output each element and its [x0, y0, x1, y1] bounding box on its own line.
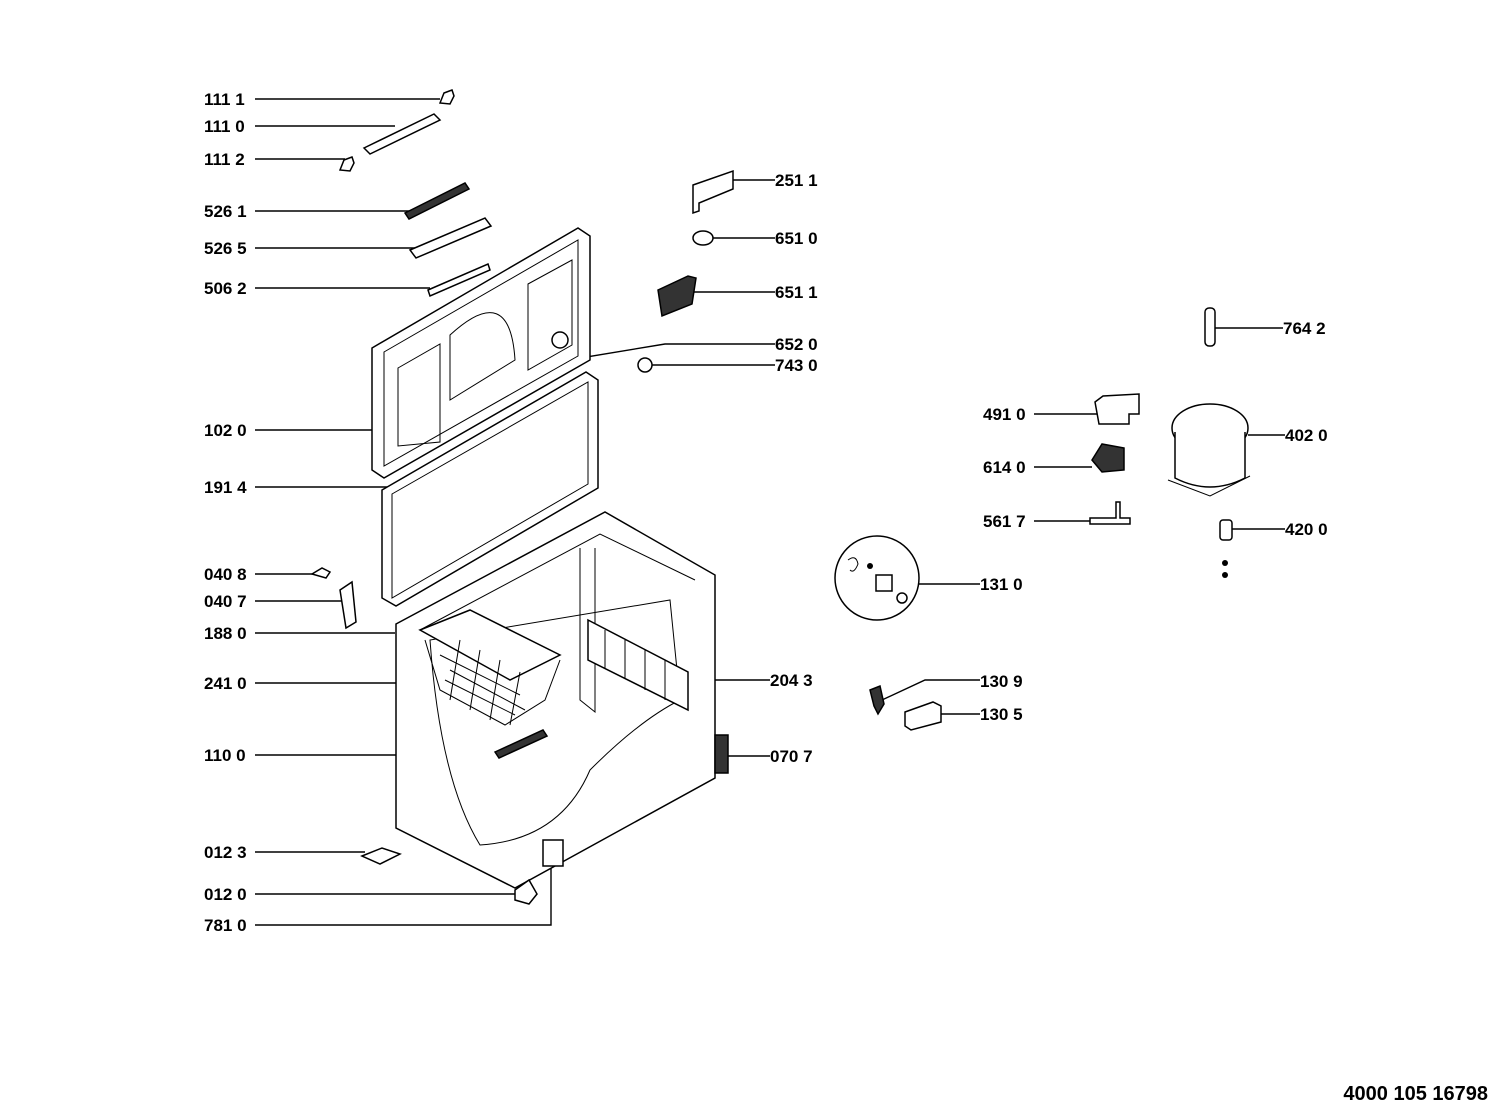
- label-2511: 251 1: [775, 171, 818, 190]
- callout-6140: 614 0: [983, 458, 1092, 477]
- callout-1020: 102 0: [204, 421, 378, 440]
- label-5265: 526 5: [204, 239, 247, 258]
- part-lamp-6510: [692, 230, 714, 246]
- part-lock: [551, 331, 569, 349]
- callout-5261: 526 1: [204, 202, 410, 221]
- label-1110: 111 0: [204, 117, 245, 136]
- part-switch-housing-1305: [904, 701, 942, 731]
- part-panel-cover: [408, 217, 493, 259]
- part-lamp-strip: [427, 262, 491, 298]
- part-lid: [371, 227, 591, 479]
- document-number: 4000 105 16798: [1343, 1083, 1488, 1105]
- part-bracket-0408: [310, 567, 332, 579]
- callout-4020: 402 0: [1248, 426, 1328, 445]
- label-1020: 102 0: [204, 421, 247, 440]
- part-shelf-clip-2511: [692, 169, 734, 215]
- label-1309: 130 9: [980, 672, 1023, 691]
- part-filter-drier: [1204, 307, 1216, 347]
- callout-1309: 130 9: [881, 672, 1023, 701]
- label-1914: 191 4: [204, 478, 247, 497]
- callout-7810: 781 0: [204, 865, 552, 935]
- part-compressor: [1167, 403, 1251, 497]
- callout-5062: 506 2: [204, 279, 430, 298]
- label-7430: 743 0: [775, 356, 818, 375]
- part-lamp-holder-6511: [657, 275, 697, 318]
- label-0407: 040 7: [204, 592, 247, 611]
- callout-1880: 188 0: [204, 624, 395, 643]
- callout-4910: 491 0: [983, 405, 1098, 424]
- part-hinge-cap-left: [338, 156, 355, 172]
- label-1112: 111 2: [204, 150, 245, 169]
- label-0120: 012 0: [204, 885, 247, 904]
- part-screw: [1222, 572, 1228, 578]
- callout-0407: 040 7: [204, 592, 342, 611]
- label-1310: 131 0: [980, 575, 1023, 594]
- label-1880: 188 0: [204, 624, 247, 643]
- label-6140: 614 0: [983, 458, 1026, 477]
- part-relay-cover-4910: [1094, 393, 1140, 425]
- callout-2511: 251 1: [733, 171, 818, 190]
- part-screw: [1222, 560, 1228, 566]
- label-2410: 241 0: [204, 674, 247, 693]
- callout-0123: 012 3: [204, 843, 365, 862]
- label-7642: 764 2: [1283, 319, 1326, 338]
- label-0408: 040 8: [204, 565, 247, 584]
- label-1100: 110 0: [204, 746, 246, 765]
- label-5062: 506 2: [204, 279, 247, 298]
- part-gasket: [381, 371, 599, 607]
- part-handle: [362, 113, 442, 155]
- callout-7642: 764 2: [1215, 319, 1326, 338]
- part-relay-6140: [1091, 443, 1125, 473]
- label-1111: 111 1: [204, 90, 245, 109]
- part-foot-0120: [514, 878, 538, 905]
- part-control-panel: [403, 182, 471, 220]
- part-vent-grille: [714, 734, 729, 774]
- callout-1110: 111 0: [204, 117, 395, 136]
- callout-0120: 012 0: [204, 885, 515, 904]
- part-hinge-cap-right: [438, 89, 455, 105]
- label-6511: 651 1: [775, 283, 818, 302]
- label-5617: 561 7: [983, 512, 1026, 531]
- callout-7430: 743 0: [652, 356, 818, 375]
- label-5261: 526 1: [204, 202, 247, 221]
- label-0123: 012 3: [204, 843, 247, 862]
- label-6520: 652 0: [775, 335, 818, 354]
- callout-5617: 561 7: [983, 512, 1090, 531]
- label-4910: 491 0: [983, 405, 1026, 424]
- label-6510: 651 0: [775, 229, 818, 248]
- label-2043: 204 3: [770, 671, 813, 690]
- callout-1111: 111 1: [204, 90, 440, 109]
- callout-1112: 111 2: [204, 150, 345, 169]
- callout-0707: 070 7: [728, 747, 813, 766]
- callout-0408: 040 8: [204, 565, 316, 584]
- callout-1310: 131 0: [918, 575, 1023, 594]
- label-4020: 402 0: [1285, 426, 1328, 445]
- cabinet-cutaway: [429, 599, 681, 846]
- part-evaporator-panel: [587, 618, 689, 712]
- part-thermostat-5617: [1089, 501, 1131, 525]
- callout-6510: 651 0: [712, 229, 818, 248]
- callout-5265: 526 5: [204, 239, 415, 258]
- part-bracket-0407: [339, 580, 357, 630]
- callout-1305: 130 5: [935, 705, 1023, 724]
- label-4200: 420 0: [1285, 520, 1328, 539]
- callout-1914: 191 4: [204, 478, 392, 497]
- label-7810: 781 0: [204, 916, 247, 935]
- label-0707: 070 7: [770, 747, 813, 766]
- detail-circle-1310: [834, 535, 920, 621]
- part-drain-7810: [542, 839, 564, 867]
- part-grommet-7430: [637, 357, 653, 373]
- part-handle-1100: [493, 729, 549, 759]
- part-basket: [418, 609, 562, 726]
- callout-6511: 651 1: [693, 283, 818, 302]
- label-1305: 130 5: [980, 705, 1023, 724]
- callout-4200: 420 0: [1232, 520, 1328, 539]
- part-foot-0123: [360, 847, 402, 865]
- lid-insulation-cutaway: [449, 312, 516, 401]
- part-lamp-switch-1309: [869, 684, 885, 716]
- part-capacitor-4200: [1219, 519, 1233, 541]
